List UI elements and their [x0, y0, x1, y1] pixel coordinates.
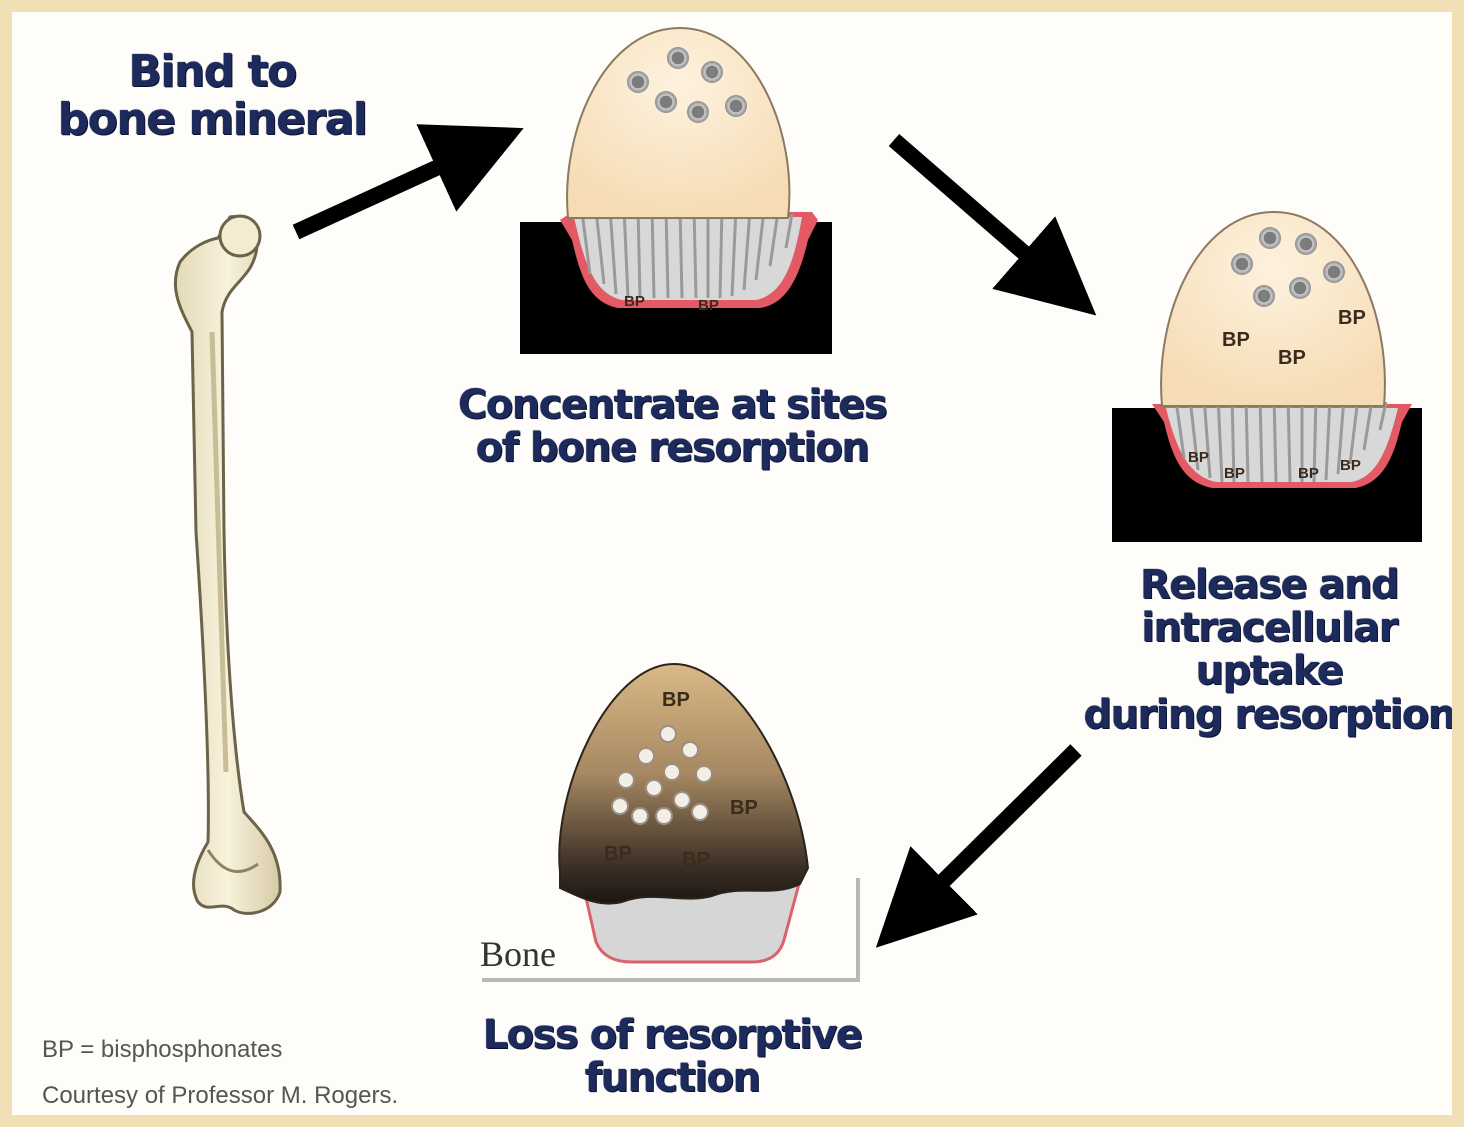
bp-marker: BP [1278, 347, 1306, 369]
femur-bone-icon [175, 216, 280, 913]
bp-marker: BP [1188, 449, 1209, 466]
bp-marker: BP [662, 689, 690, 711]
step-label-concentrate: Concentrate at sites of bone resorption [452, 384, 892, 470]
arrow-to-concentrate [296, 148, 480, 232]
bp-marker: BP [1222, 329, 1250, 351]
step-label-release: Release and intracellular uptake during … [1074, 564, 1464, 737]
step-label-loss: Loss of resorptive function [472, 1014, 872, 1100]
bp-marker: BP [730, 797, 758, 819]
bp-marker: BP [1298, 465, 1319, 482]
inactive-osteoclast-icon: BP BP BP BP Bone [480, 664, 858, 980]
bp-marker: BP [1224, 465, 1245, 482]
bp-marker: BP [604, 843, 632, 865]
bp-marker: BP [682, 849, 710, 871]
bp-marker: BP [1340, 457, 1361, 474]
bp-marker: BP [1338, 307, 1366, 329]
osteoclast-uptake-icon: BP BP BP BP BP BP BP [1112, 212, 1422, 542]
arrow-to-release [894, 140, 1060, 284]
bp-marker: BP [624, 293, 645, 310]
osteoclast-cell-icon: BP BP [520, 28, 832, 354]
arrow-to-loss [910, 750, 1076, 914]
footnote-credit: Courtesy of Professor M. Rogers. [42, 1082, 398, 1110]
footnote-abbreviation: BP = bisphosphonates [42, 1036, 282, 1064]
bp-marker: BP [698, 297, 719, 314]
bone-label: Bone [480, 934, 556, 974]
step-label-bind: Bind to bone mineral [52, 48, 372, 143]
